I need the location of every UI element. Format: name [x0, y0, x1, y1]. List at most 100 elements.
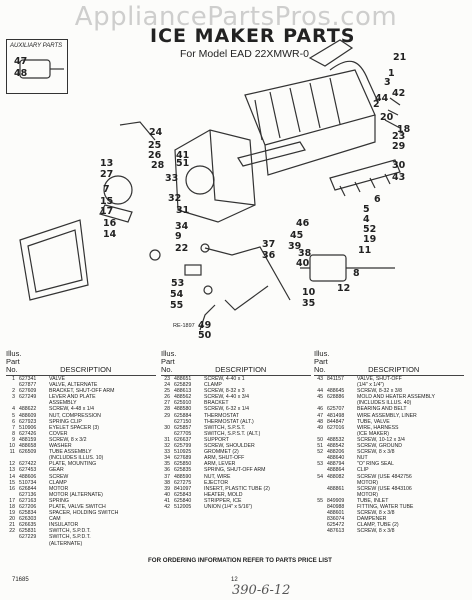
header-rule [6, 375, 156, 376]
part-number: 627453 [19, 467, 37, 474]
document-code: 71685 [12, 577, 29, 583]
table-row: (1/4" x 1/4") [314, 382, 465, 388]
part-number: 510906 [19, 424, 37, 431]
callout-number: 36 [262, 250, 276, 261]
illus-number: 11 [9, 449, 15, 456]
illus-number: 49 [317, 424, 323, 431]
callout-number: 41 [176, 150, 190, 161]
part-number: 488562 [174, 394, 192, 401]
part-number: 836074 [327, 516, 345, 523]
part-number: 488601 [327, 510, 345, 517]
part-description: WIRE ASSEMBLY, LINER [357, 412, 417, 419]
part-description: SPRING [49, 497, 69, 504]
illus-number: 20 [9, 516, 15, 523]
part-description: VALVE, SHUT-OFF [357, 376, 402, 382]
callout-number: 32 [168, 193, 182, 204]
part-description: (INCLUDES ILLUS. 10) [49, 455, 104, 462]
illus-number: 42 [164, 503, 170, 510]
part-number: 625840 [174, 497, 192, 504]
callout-number: 20 [380, 112, 394, 123]
part-description: SCREW, 10-12 x 3/4 [357, 436, 405, 443]
illus-number: 12 [9, 461, 15, 468]
callout-number: 12 [337, 283, 351, 294]
callout-number: 54 [170, 289, 184, 300]
illus-number: 31 [164, 436, 170, 443]
part-number: 488651 [174, 376, 192, 382]
illus-number: 3 [12, 394, 15, 401]
part-number: 625834 [19, 510, 37, 517]
part-number: 627275 [174, 479, 192, 486]
callout-number: 49 [198, 320, 212, 331]
auxiliary-parts-label: AUXILIARY PARTS [10, 43, 63, 49]
part-number: 627426 [19, 430, 37, 437]
header-description: DESCRIPTION [60, 365, 112, 374]
callout-number: 31 [176, 205, 190, 216]
part-number: 488206 [327, 449, 345, 456]
column-header: Illus. Part No. DESCRIPTION [161, 350, 312, 374]
table-row: ASSEMBLY [6, 400, 157, 406]
callout-number: 25 [148, 140, 162, 151]
illus-number: 36 [164, 467, 170, 474]
illus-number: 55 [317, 497, 323, 504]
part-description: SCREW (USE 4843106 [357, 485, 412, 492]
part-description: SCREW (USE 4842756 [357, 473, 412, 480]
illus-number: 26 [164, 394, 170, 401]
part-description: SCREW, 8-32 x 3 [204, 388, 245, 395]
illus-number: 52 [317, 449, 323, 456]
auxiliary-parts-box [6, 39, 68, 94]
part-number: 627705 [174, 430, 192, 437]
callout-number: 2 [373, 99, 380, 110]
part-description: (1/4" x 1/4") [357, 382, 385, 389]
header-part: Illus. Part No. [6, 349, 22, 374]
callout-number: 50 [198, 330, 212, 341]
callout-number: 42 [392, 88, 406, 99]
part-description: PLATE, MOUNTING [49, 461, 97, 468]
part-description: HEATER, MOLD [204, 491, 243, 498]
callout-number: 38 [298, 248, 312, 259]
illus-number: 40 [164, 491, 170, 498]
part-description: EYELET SPACER (3) [49, 424, 99, 431]
header-part: Illus. Part No. [161, 349, 177, 374]
part-description: VALVE [49, 376, 65, 382]
illus-number: 23 [164, 376, 170, 382]
part-number: 844847 [327, 418, 345, 425]
part-number: 488606 [19, 473, 37, 480]
part-description: SCREW, 8 x 3/8 [357, 449, 395, 456]
part-number: 625884 [174, 412, 192, 419]
illus-number: 38 [164, 479, 170, 486]
part-description: NUT, COMPRESSION [49, 412, 101, 419]
callout-number: 55 [170, 300, 184, 311]
part-description: EJECTOR [204, 479, 229, 486]
header-rule [314, 375, 464, 376]
callout-number: 8 [353, 268, 360, 279]
callout-number: 6 [374, 194, 381, 205]
callout-number: 52 [363, 224, 377, 235]
table-row: MOTOR) [314, 480, 465, 486]
part-description: SCREW, 8-32 x 3/8 [357, 388, 402, 395]
diagram-code: RE-1897 [173, 323, 195, 329]
illus-number: 9 [12, 436, 15, 443]
illus-number: 47 [317, 412, 323, 419]
part-number: 626303 [19, 516, 37, 523]
illus-number: 7 [12, 424, 15, 431]
part-description: BRACKET [204, 400, 229, 407]
callout-number: 15 [100, 196, 114, 207]
part-number: 488590 [174, 473, 192, 480]
callout-number: 22 [175, 243, 189, 254]
